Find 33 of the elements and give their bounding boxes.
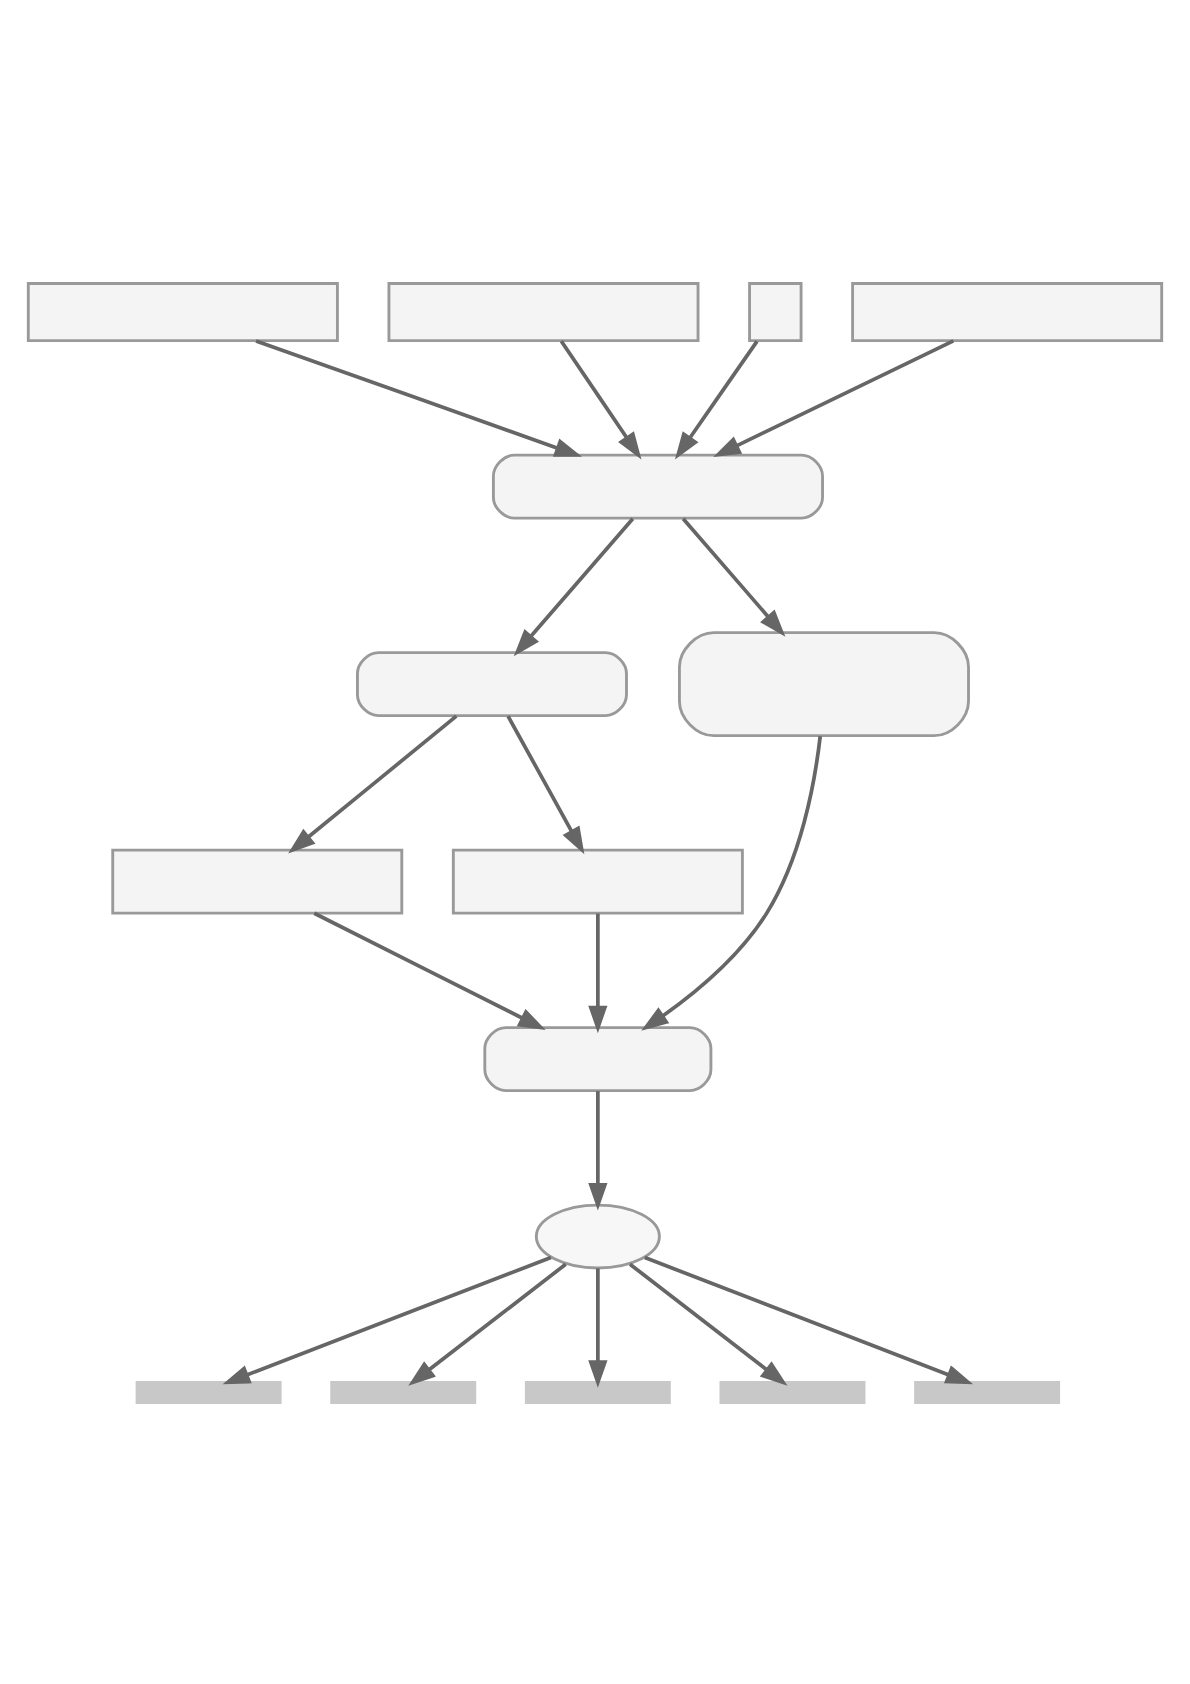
arrow xyxy=(628,1261,788,1385)
node-box xyxy=(483,1025,713,1091)
arrow xyxy=(588,1267,608,1387)
node-ellipse xyxy=(534,1202,661,1269)
arrow xyxy=(255,338,582,456)
arrow xyxy=(222,1254,552,1384)
node-box xyxy=(678,630,970,737)
arrow xyxy=(641,735,823,1030)
node-box xyxy=(356,650,628,717)
arrow xyxy=(288,713,458,853)
node-box xyxy=(387,281,700,342)
arrow xyxy=(408,1261,567,1385)
arrow xyxy=(513,516,635,656)
arrow xyxy=(506,714,585,854)
node-bar xyxy=(719,1380,866,1403)
node-box xyxy=(748,281,803,342)
arrow xyxy=(681,516,786,636)
arrow xyxy=(588,1090,608,1210)
node-bar xyxy=(330,1380,477,1403)
node-bar xyxy=(135,1380,282,1403)
arrow xyxy=(559,339,642,459)
arrow xyxy=(588,912,608,1033)
node-box xyxy=(851,281,1164,342)
node-box xyxy=(111,847,404,914)
node-box xyxy=(491,452,824,519)
arrow xyxy=(713,338,955,457)
arrow xyxy=(644,1254,974,1384)
node-box xyxy=(451,847,744,914)
node-box xyxy=(26,281,339,342)
arrow xyxy=(313,910,546,1029)
arrow xyxy=(674,339,759,459)
node-bar xyxy=(524,1380,671,1403)
node-bar xyxy=(914,1380,1061,1403)
